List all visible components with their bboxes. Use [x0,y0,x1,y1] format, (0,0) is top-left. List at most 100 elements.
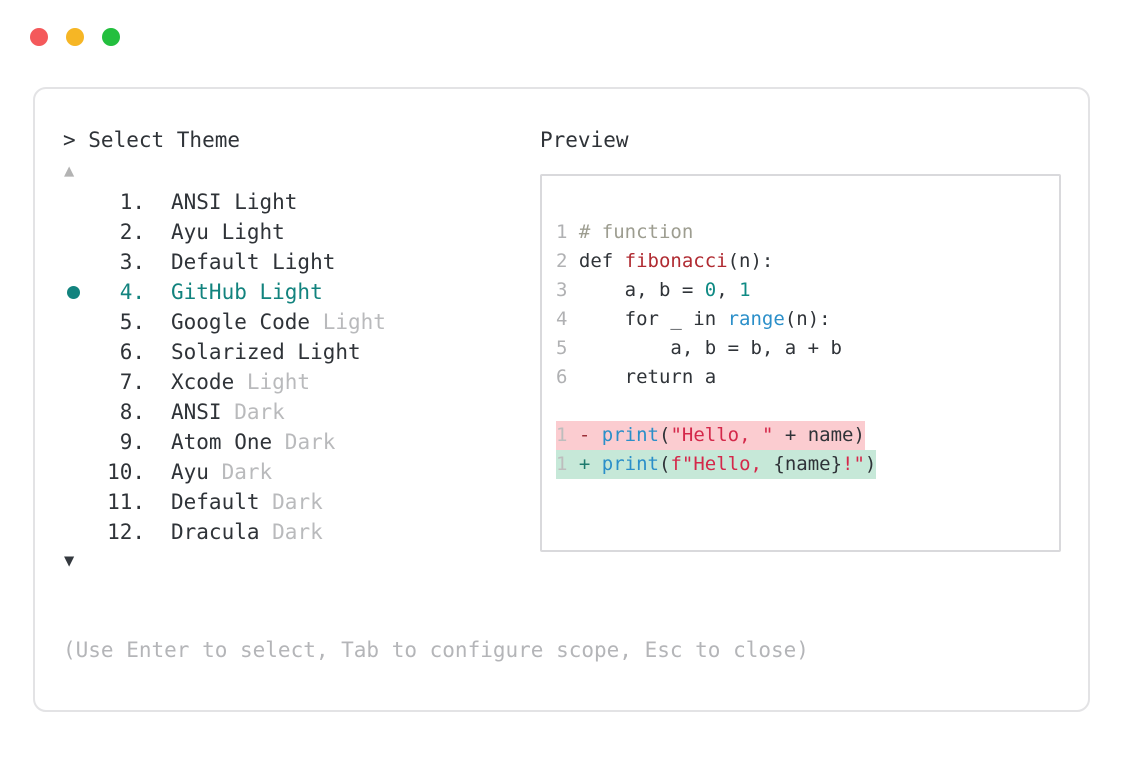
theme-item-index: 5. [119,310,145,334]
maximize-button[interactable] [102,28,120,46]
theme-list-item[interactable]: 1. ANSI Light [63,187,533,217]
keyboard-hint: (Use Enter to select, Tab to configure s… [63,638,809,662]
theme-list-item[interactable]: 6. Solarized Light [63,337,533,367]
code-token: return a [567,366,717,388]
code-line-source: a, b = b, a + b [567,334,842,363]
theme-item-name: Ayu [171,460,209,484]
theme-item-variant: Dark [259,520,323,544]
theme-list-item[interactable]: 7. Xcode Light [63,367,533,397]
theme-item-gap [145,187,171,217]
theme-list-item[interactable]: 9. Atom One Dark [63,427,533,457]
theme-list-item[interactable]: 12. Dracula Dark [63,517,533,547]
theme-item-name: Xcode [171,370,235,394]
diff-line-number: 1 [556,453,568,475]
code-line-number: 3 [556,279,568,301]
theme-item-index: 10. [107,460,145,484]
diff-highlight: 1 - print("Hello, " + name) [556,421,865,450]
code-token: 1 [739,279,751,301]
theme-item-gap [145,457,171,487]
theme-list-item[interactable]: 8. ANSI Dark [63,397,533,427]
theme-item-variant: Dark [272,430,336,454]
theme-item-name: GitHub Light [171,280,323,304]
code-token: print [601,453,659,475]
prompt-label: > Select Theme [63,128,241,152]
theme-item-name: Default [171,490,260,514]
code-line-source: a, b = 0, 1 [567,276,751,305]
minimize-button[interactable] [66,28,84,46]
theme-item-gap [145,247,171,277]
theme-item-name: ANSI [171,400,222,424]
theme-item-index: 9. [119,430,145,454]
code-token: a, b = [567,279,705,301]
theme-item-gap [145,217,171,247]
theme-item-name: Atom One [171,430,273,454]
diff-line-del: 1 - print("Hello, " + name) [542,421,1059,450]
preview-title: Preview [540,128,629,152]
theme-list-item[interactable]: 4. GitHub Light [63,277,533,307]
code-token: 0 [704,279,717,301]
scroll-down-icon[interactable]: ▼ [64,551,75,571]
theme-item-gap [145,277,171,307]
code-token: range [727,308,785,330]
theme-item-variant: Dark [259,490,323,514]
code-token: # function [567,221,694,243]
code-token: f"Hello, [670,453,774,475]
theme-list-item[interactable]: 2. Ayu Light [63,217,533,247]
window-controls [30,28,120,46]
close-button[interactable] [30,28,48,46]
code-line: 5 a, b = b, a + b [542,334,1059,363]
theme-list-item[interactable]: 10. Ayu Dark [63,457,533,487]
code-line-number: 4 [556,308,568,330]
code-line-number: 6 [556,366,568,388]
code-line: 2 def fibonacci(n): [542,247,1059,276]
code-line: 4 for _ in range(n): [542,305,1059,334]
code-token: !" [842,453,865,475]
theme-item-index: 12. [107,520,145,544]
code-token: a, b = b, a + b [567,337,842,359]
theme-list-item[interactable]: 11. Default Dark [63,487,533,517]
code-token: ) [864,453,877,475]
diff-sample: 1 - print("Hello, " + name)1 + print(f"H… [542,421,1059,479]
code-line-number: 1 [556,221,568,243]
code-token: {name} [773,453,843,475]
theme-item-variant: Light [310,310,386,334]
code-token: ( [658,424,671,446]
diff-line-number: 1 [556,424,568,446]
diff-highlight: 1 + print(f"Hello, {name}!") [556,450,877,479]
scroll-up-icon[interactable]: ▲ [64,161,75,181]
theme-item-gap [145,307,171,337]
code-token: fibonacci [624,250,728,272]
code-line-source: def fibonacci(n): [567,247,773,276]
code-spacer [542,392,1059,421]
theme-item-index: 3. [119,250,145,274]
theme-item-gap [145,517,171,547]
theme-item-name: Google Code [171,310,311,334]
code-line: 6 return a [542,363,1059,392]
theme-item-name: Default Light [171,250,336,274]
theme-item-variant: Dark [221,400,285,424]
theme-item-variant: Dark [208,460,273,484]
code-token: def [567,250,625,272]
theme-item-index: 6. [119,340,145,364]
code-token: + name) [773,424,865,446]
code-token: + [567,453,602,475]
theme-item-name: Dracula [171,520,260,544]
code-line-number: 2 [556,250,568,272]
theme-item-name: ANSI Light [171,190,298,214]
theme-list-item[interactable]: 5. Google Code Light [63,307,533,337]
code-line-source: # function [567,218,693,247]
theme-item-name: Ayu Light [171,220,285,244]
code-token: (n): [727,250,774,272]
code-line: 1 # function [542,218,1059,247]
theme-list-item[interactable]: 3. Default Light [63,247,533,277]
code-line: 3 a, b = 0, 1 [542,276,1059,305]
theme-item-gap [145,427,171,457]
code-token: print [601,424,659,446]
theme-item-variant: Light [234,370,311,394]
theme-item-gap [145,337,171,367]
